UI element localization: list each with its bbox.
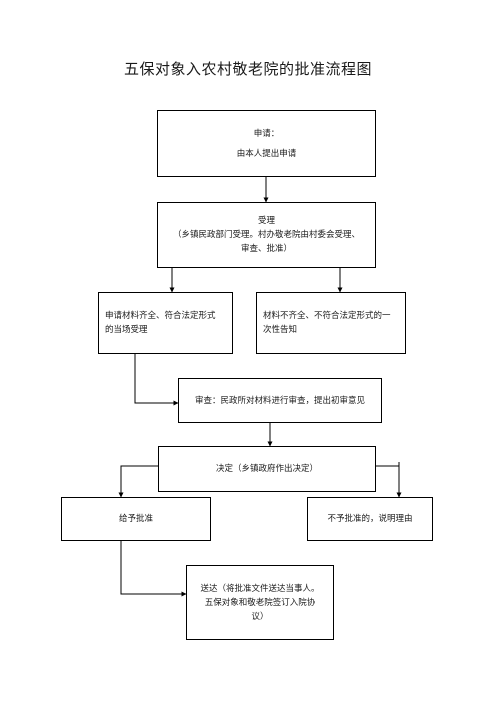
node-complete-line-2: 的当场受理 xyxy=(105,325,148,335)
node-deliver-line-1: 送达（将批准文件送达当事人。 xyxy=(200,583,320,594)
node-decide: 决定（乡镇政府作出决定） xyxy=(158,446,376,492)
node-accept-line-2: （乡镇民政部门受理。村办敬老院由村委会受理、 xyxy=(172,230,360,240)
node-accept-line-3: 审查、批准） xyxy=(240,244,292,254)
node-deliver: 送达（将批准文件送达当事人。 五保对象和敬老院签订入院协 议） xyxy=(186,565,334,640)
node-reject-text: 不予批准的，说明理由 xyxy=(327,514,413,524)
arrow-approve-to-deliver xyxy=(120,541,187,597)
node-decide-text: 决定（乡镇政府作出决定） xyxy=(215,464,318,474)
node-accept: 受理 （乡镇民政部门受理。村办敬老院由村委会受理、 审查、批准） xyxy=(157,202,376,268)
node-apply-line-1: 申请： xyxy=(253,128,280,139)
node-accept-line-1: 受理 xyxy=(257,216,275,226)
arrow-complete-to-review xyxy=(134,354,179,406)
node-apply-line-2: 由本人提出申请 xyxy=(236,148,297,159)
node-complete-line-1: 申请材料齐全、符合法定形式 xyxy=(105,311,216,321)
node-deliver-line-3: 议） xyxy=(251,611,269,622)
node-reject: 不予批准的，说明理由 xyxy=(307,497,433,541)
node-review-text: 审查：民政所对材料进行审查，提出初审意见 xyxy=(194,395,365,406)
node-incomplete: 材料不齐全、不符合法定形式的一 次性告知 xyxy=(256,292,406,354)
node-apply: 申请： 由本人提出申请 xyxy=(157,110,376,177)
node-incomplete-line-1: 材料不齐全、不符合法定形式的一 xyxy=(263,311,391,321)
node-approve: 给予批准 xyxy=(61,497,211,541)
node-incomplete-line-2: 次性告知 xyxy=(263,325,298,335)
node-approve-text: 给予批准 xyxy=(118,514,153,524)
arrow-decide-to-approve xyxy=(118,465,158,498)
page-title: 五保对象入农村敬老院的批准流程图 xyxy=(123,60,372,78)
node-complete: 申请材料齐全、符合法定形式 的当场受理 xyxy=(98,292,233,354)
node-deliver-line-2: 五保对象和敬老院签订入院协 xyxy=(204,597,316,608)
node-review: 审查：民政所对材料进行审查，提出初审意见 xyxy=(178,378,382,423)
